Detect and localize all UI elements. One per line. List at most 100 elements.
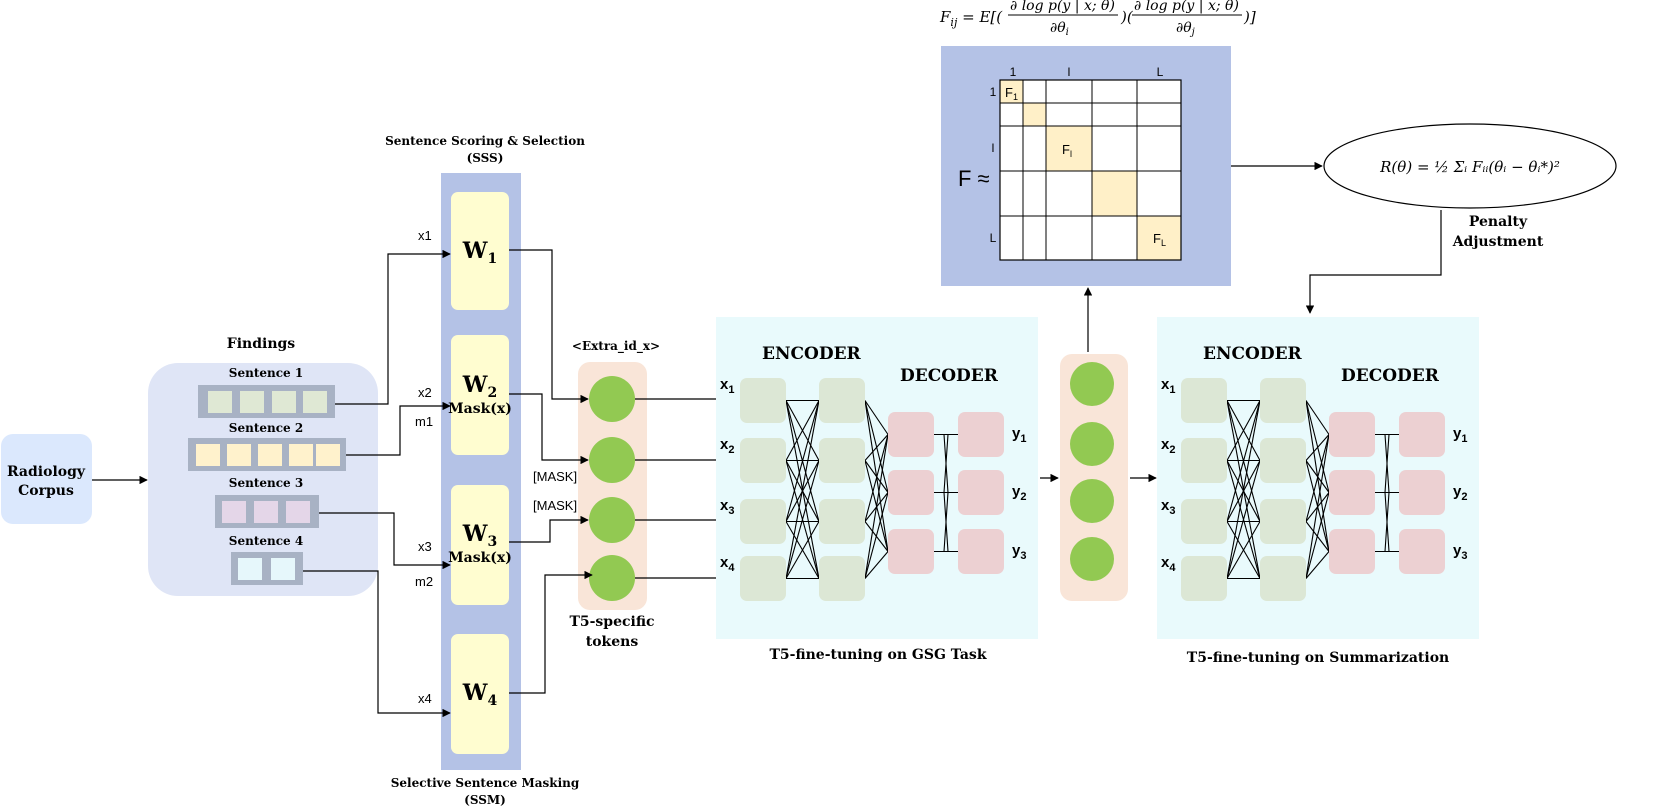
svg-text:∂θj: ∂θj xyxy=(1176,20,1195,38)
input-label: x4 xyxy=(1161,554,1176,574)
encoder-node xyxy=(1181,378,1227,423)
penalty-label: Penalty xyxy=(1469,214,1528,230)
input-label: x1 xyxy=(1161,376,1175,396)
cross-edge xyxy=(1305,400,1330,493)
token-circle xyxy=(589,555,635,601)
token-circle xyxy=(1070,422,1114,466)
arrow-s3-to-w3 xyxy=(319,512,451,570)
sentence-label: Sentence 4 xyxy=(229,534,303,548)
fisher-matrix: 1 l L 1 l L F1 Fl FL xyxy=(990,65,1182,261)
fisher-diag-cell xyxy=(1000,80,1023,103)
input-label: x2 xyxy=(720,436,734,456)
cross-edge xyxy=(1305,492,1330,579)
fisher-row-label: l xyxy=(992,141,995,155)
t5-tokens-caption: T5-specific xyxy=(569,614,654,630)
fisher-diag-label: FL xyxy=(1153,231,1166,248)
edge-label: m1 xyxy=(415,414,433,429)
encoder-node xyxy=(740,556,786,601)
decoder-node xyxy=(888,529,934,574)
output-label: y2 xyxy=(1012,483,1026,503)
sentence-1-block xyxy=(198,385,335,418)
arrow-s2-to-w2 xyxy=(346,401,451,456)
encoder-edge xyxy=(785,400,820,461)
penalty-ellipse xyxy=(1323,123,1617,209)
decoder-node xyxy=(1399,412,1445,457)
output-label: y2 xyxy=(1453,483,1467,503)
findings-title: Findings xyxy=(227,336,296,352)
fisher-diag-label: F1 xyxy=(1005,85,1018,102)
edge-label: x1 xyxy=(418,228,432,243)
cross-edge xyxy=(1305,434,1330,579)
encoder-edge xyxy=(1226,521,1261,579)
encoder-edge xyxy=(1226,400,1261,579)
arrow-penalty-to-summ xyxy=(1305,210,1442,314)
edge-label: m2 xyxy=(415,574,433,589)
output-label: y1 xyxy=(1453,425,1467,445)
decoder-node xyxy=(1329,412,1375,457)
cross-edge xyxy=(864,551,889,579)
encoder-edge xyxy=(785,400,820,579)
input-label: x3 xyxy=(1161,497,1175,517)
cross-edge xyxy=(864,434,889,579)
sss-title: Sentence Scoring & Selection xyxy=(385,134,585,148)
t5-tokens-caption: tokens xyxy=(586,634,639,650)
decoder-node xyxy=(958,470,1004,515)
cross-edge xyxy=(1305,434,1330,522)
svg-text:W2: W2 xyxy=(462,372,497,401)
sentence-4-block xyxy=(231,552,303,585)
sentence-2-block xyxy=(188,438,346,471)
arrow-w2-to-token xyxy=(509,393,589,465)
cross-edge xyxy=(864,400,889,435)
token-circle xyxy=(1070,537,1114,581)
svg-text:∂ log p(y | x; θ): ∂ log p(y | x; θ) xyxy=(1010,0,1115,14)
token-circle xyxy=(1070,362,1114,406)
encoder-node xyxy=(1260,378,1306,423)
extra-id-label: <Extra_id_x> xyxy=(572,339,660,354)
fisher-diag-cell xyxy=(1046,126,1092,171)
fisher-row-label: L xyxy=(990,231,997,245)
encoder-label: ENCODER xyxy=(1203,344,1303,364)
svg-text:W1: W1 xyxy=(462,238,497,267)
svg-text:Fij = E[(: Fij = E[( xyxy=(939,8,1003,29)
ssm-title: Selective Sentence Masking xyxy=(391,776,580,790)
mask-label: [MASK] xyxy=(533,469,577,484)
cross-edge xyxy=(864,434,889,461)
encoder-node xyxy=(819,438,865,483)
t5-token-panel xyxy=(578,362,647,610)
decoder-node xyxy=(1329,529,1375,574)
penalty-label: Adjustment xyxy=(1452,234,1544,250)
ssm-abbr: (SSM) xyxy=(464,793,506,807)
edge-label: x2 xyxy=(418,385,432,400)
svg-text:W3: W3 xyxy=(462,521,497,550)
sentence-label: Sentence 1 xyxy=(229,366,303,380)
encoder-node xyxy=(1260,499,1306,544)
cross-edge xyxy=(864,400,889,493)
svg-text:)]: )] xyxy=(1243,8,1256,26)
decoder-node xyxy=(888,412,934,457)
encoder-node xyxy=(1181,438,1227,483)
svg-text:W4: W4 xyxy=(462,680,498,709)
gsg-caption: T5-fine-tuning on GSG Task xyxy=(769,647,986,663)
decoder-label: DECODER xyxy=(900,366,999,386)
arrow-w4-to-token xyxy=(509,570,593,694)
decoder-node xyxy=(958,412,1004,457)
arrow-s4-to-w4 xyxy=(303,570,451,718)
penalty-formula: R(θ) = ½ Σᵢ Fᵢᵢ(θᵢ − θᵢ*)² xyxy=(1379,158,1560,176)
fisher-row-label: 1 xyxy=(990,85,997,99)
token-circle xyxy=(589,376,635,422)
sss-abbr: (SSS) xyxy=(467,151,504,165)
encoder-node xyxy=(1260,556,1306,601)
decoder-node xyxy=(1399,529,1445,574)
encoder-node xyxy=(1181,499,1227,544)
weight-box-1: W1 xyxy=(451,192,509,310)
arrow-s1-to-w1 xyxy=(335,249,451,405)
cross-edge xyxy=(1305,551,1330,579)
encoder-edge xyxy=(1226,460,1261,579)
input-label: x1 xyxy=(720,376,734,396)
findings-panel xyxy=(148,363,378,596)
fisher-diag-label: Fl xyxy=(1062,142,1072,159)
encoder-edge xyxy=(1226,400,1261,522)
